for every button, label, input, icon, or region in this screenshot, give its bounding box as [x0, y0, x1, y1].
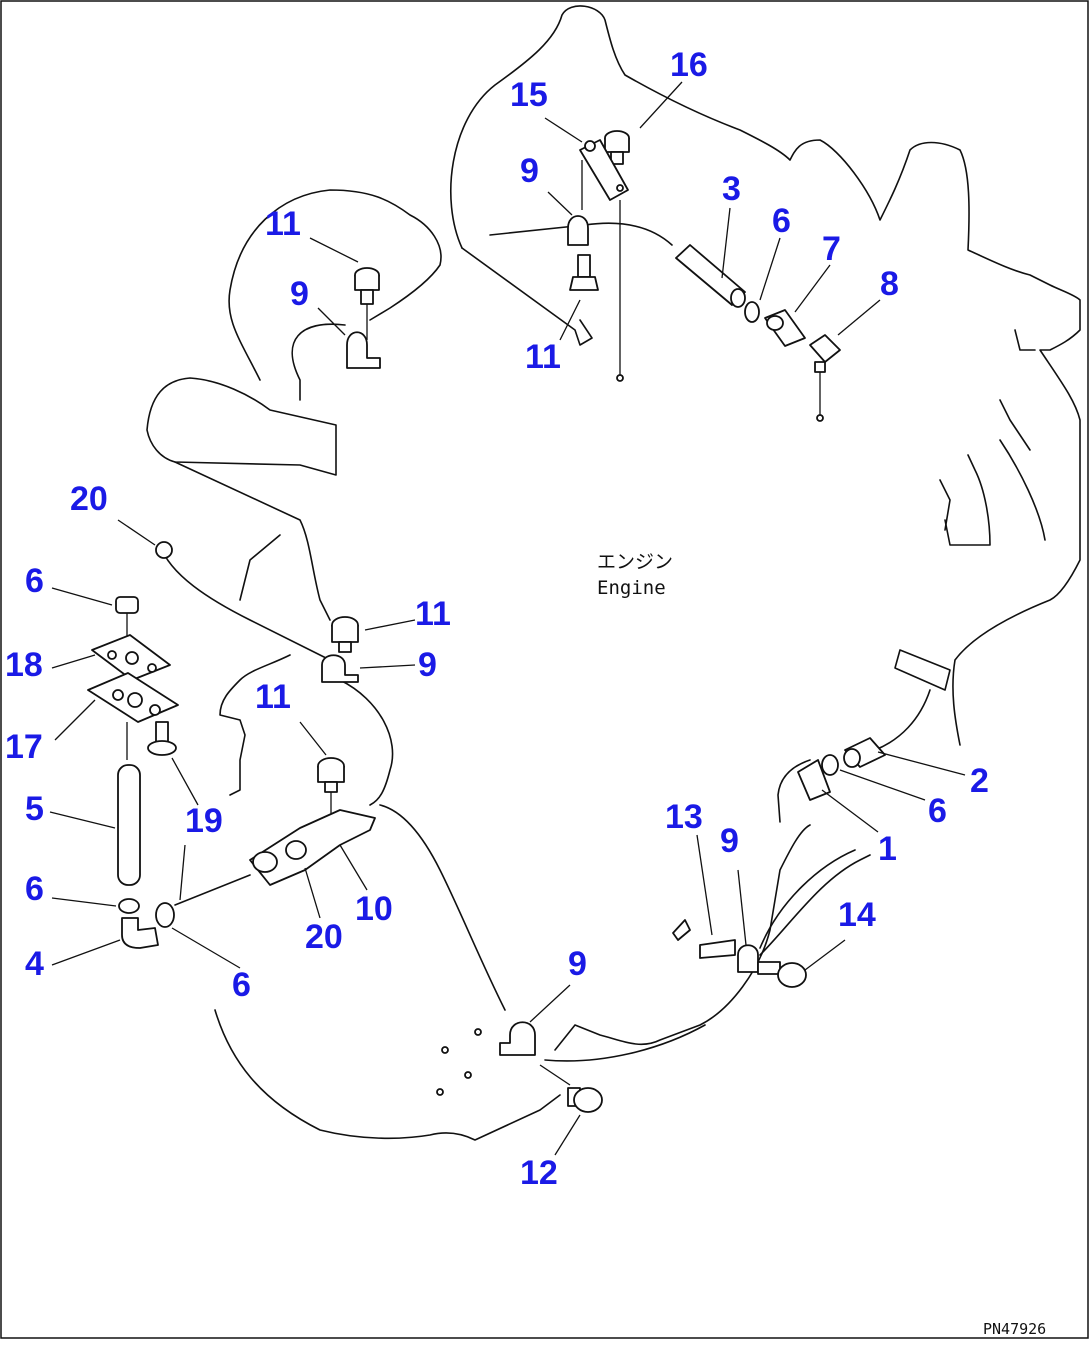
callout-3: 3 — [722, 170, 741, 208]
callout-9: 9 — [720, 822, 739, 860]
parts — [87, 130, 886, 1113]
callout-15: 15 — [510, 76, 548, 114]
clamp-9-top — [567, 215, 589, 246]
callout-9: 9 — [290, 275, 309, 313]
callout-2: 2 — [970, 762, 989, 800]
callout-6: 6 — [928, 792, 947, 830]
engine-outline — [146, 5, 1081, 1141]
bolt-14 — [757, 961, 807, 988]
callout-9: 9 — [520, 152, 539, 190]
callout-19: 19 — [185, 802, 223, 840]
callout-12: 12 — [520, 1154, 558, 1192]
drawing-number: PN47926 — [983, 1320, 1046, 1338]
bolt-16 — [604, 130, 630, 165]
callout-5: 5 — [25, 790, 44, 828]
callout-1: 1 — [878, 830, 897, 868]
callout-11: 11 — [415, 595, 451, 633]
grommet-20-left — [155, 541, 173, 559]
clamp-9-bottom — [436, 1021, 536, 1096]
engine-label-en: Engine — [597, 577, 666, 599]
callout-11: 11 — [525, 338, 561, 376]
callout-16: 16 — [670, 46, 708, 84]
callout-6: 6 — [772, 202, 791, 240]
elbow-4 — [121, 917, 159, 949]
ring-6-right — [821, 754, 839, 776]
mount-hole — [816, 414, 824, 422]
callout-18: 18 — [5, 646, 43, 684]
dowel-hole — [616, 374, 624, 382]
clamp-9-mid — [321, 654, 359, 683]
callout-7: 7 — [822, 230, 841, 268]
callout-10: 10 — [355, 890, 393, 928]
clamp-10 — [249, 809, 376, 886]
ring-6-left — [118, 898, 140, 914]
leader-lines — [49, 81, 966, 1156]
callout-9: 9 — [418, 646, 437, 684]
plate-17 — [87, 672, 179, 723]
callout-6: 6 — [25, 562, 44, 600]
callout-6: 6 — [25, 870, 44, 908]
callout-14: 14 — [838, 896, 876, 934]
bracket-13 — [672, 919, 736, 959]
callout-20: 20 — [70, 480, 108, 518]
callout-11: 11 — [255, 678, 291, 716]
bolt-11-mid — [331, 616, 359, 653]
plate-18 — [91, 634, 171, 681]
adapter-7 — [764, 309, 806, 347]
bolt-11-lower — [317, 757, 345, 793]
adapter-2 — [843, 737, 886, 768]
clamp-15 — [579, 139, 629, 201]
bolt-19 — [147, 721, 177, 756]
callout-4: 4 — [25, 945, 44, 983]
ring-6-bottom — [155, 902, 175, 928]
hose-3 — [675, 244, 746, 308]
bolt-11-top — [569, 254, 599, 291]
callout-numbers: 16 15 9 3 6 7 8 11 9 11 20 6 18 11 9 17 … — [5, 46, 989, 1192]
plug-6-left — [115, 596, 139, 614]
callout-9: 9 — [568, 945, 587, 983]
tube-5 — [117, 764, 141, 886]
callout-6: 6 — [232, 966, 251, 1004]
callout-17: 17 — [5, 728, 43, 766]
pipe-routes — [159, 544, 871, 956]
bolt-12 — [567, 1087, 603, 1113]
callout-20: 20 — [305, 918, 343, 956]
callout-11: 11 — [265, 205, 301, 243]
clamp-9-right — [737, 944, 759, 973]
callout-13: 13 — [665, 798, 703, 836]
clamp-9-left — [346, 331, 381, 369]
engine-label-jp: エンジン — [597, 551, 673, 573]
ring-6-top — [744, 301, 760, 323]
callout-8: 8 — [880, 265, 899, 303]
